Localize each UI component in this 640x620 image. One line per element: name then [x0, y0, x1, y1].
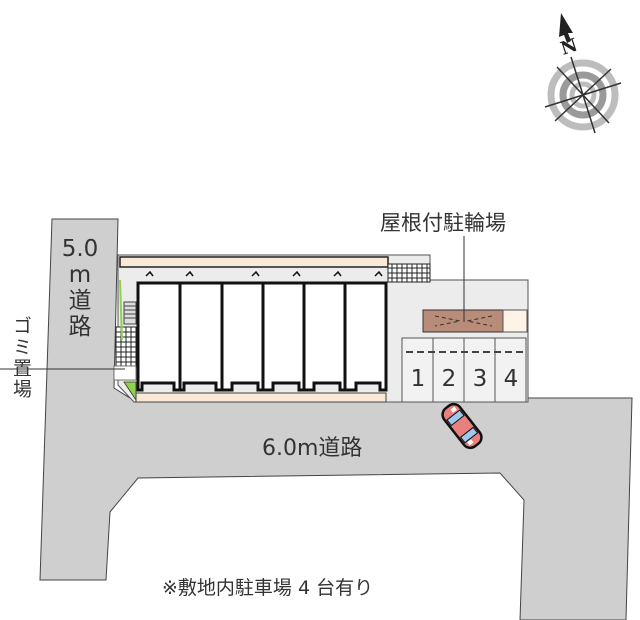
- parking-slot-1: 1: [410, 366, 426, 392]
- road-left-char2: 路: [68, 314, 92, 340]
- garbage-label: ゴミ置場: [10, 316, 32, 400]
- garbage-area: [113, 365, 137, 381]
- bicycle-parking-box: [502, 309, 528, 333]
- svg-text:N: N: [558, 35, 580, 60]
- parking-slots: [401, 337, 527, 403]
- greenery: [123, 381, 137, 402]
- bicycle-parking-label: 屋根付駐輪場: [380, 211, 506, 235]
- road-left-char1: 道: [68, 288, 92, 314]
- parking-slot-4: 4: [503, 366, 519, 392]
- balcony-strip-top: [119, 256, 389, 268]
- road-5m: [39, 218, 633, 620]
- parking-slot-2: 2: [441, 366, 457, 392]
- stairs: [123, 301, 137, 325]
- parking-footnote: ※敷地内駐車場 4 台有り: [162, 577, 374, 599]
- road-left-label: 5.0 m 道 路: [58, 236, 102, 340]
- car-icon: [441, 402, 483, 450]
- apartment-building: [136, 281, 388, 392]
- road-left-width: 5.0: [61, 236, 99, 262]
- balcony-strip-bottom: [135, 392, 387, 403]
- road-left-unit: m: [68, 262, 92, 288]
- bicycle-parking-roof: [422, 309, 504, 333]
- entry-marks: [145, 270, 383, 277]
- main-road-label: 6.0m道路: [262, 436, 363, 461]
- hatch-area-left: [115, 326, 137, 368]
- compass-rose-icon: N: [544, 13, 622, 134]
- hatch-area-top-right: [387, 263, 431, 283]
- parking-slot-3: 3: [472, 366, 488, 392]
